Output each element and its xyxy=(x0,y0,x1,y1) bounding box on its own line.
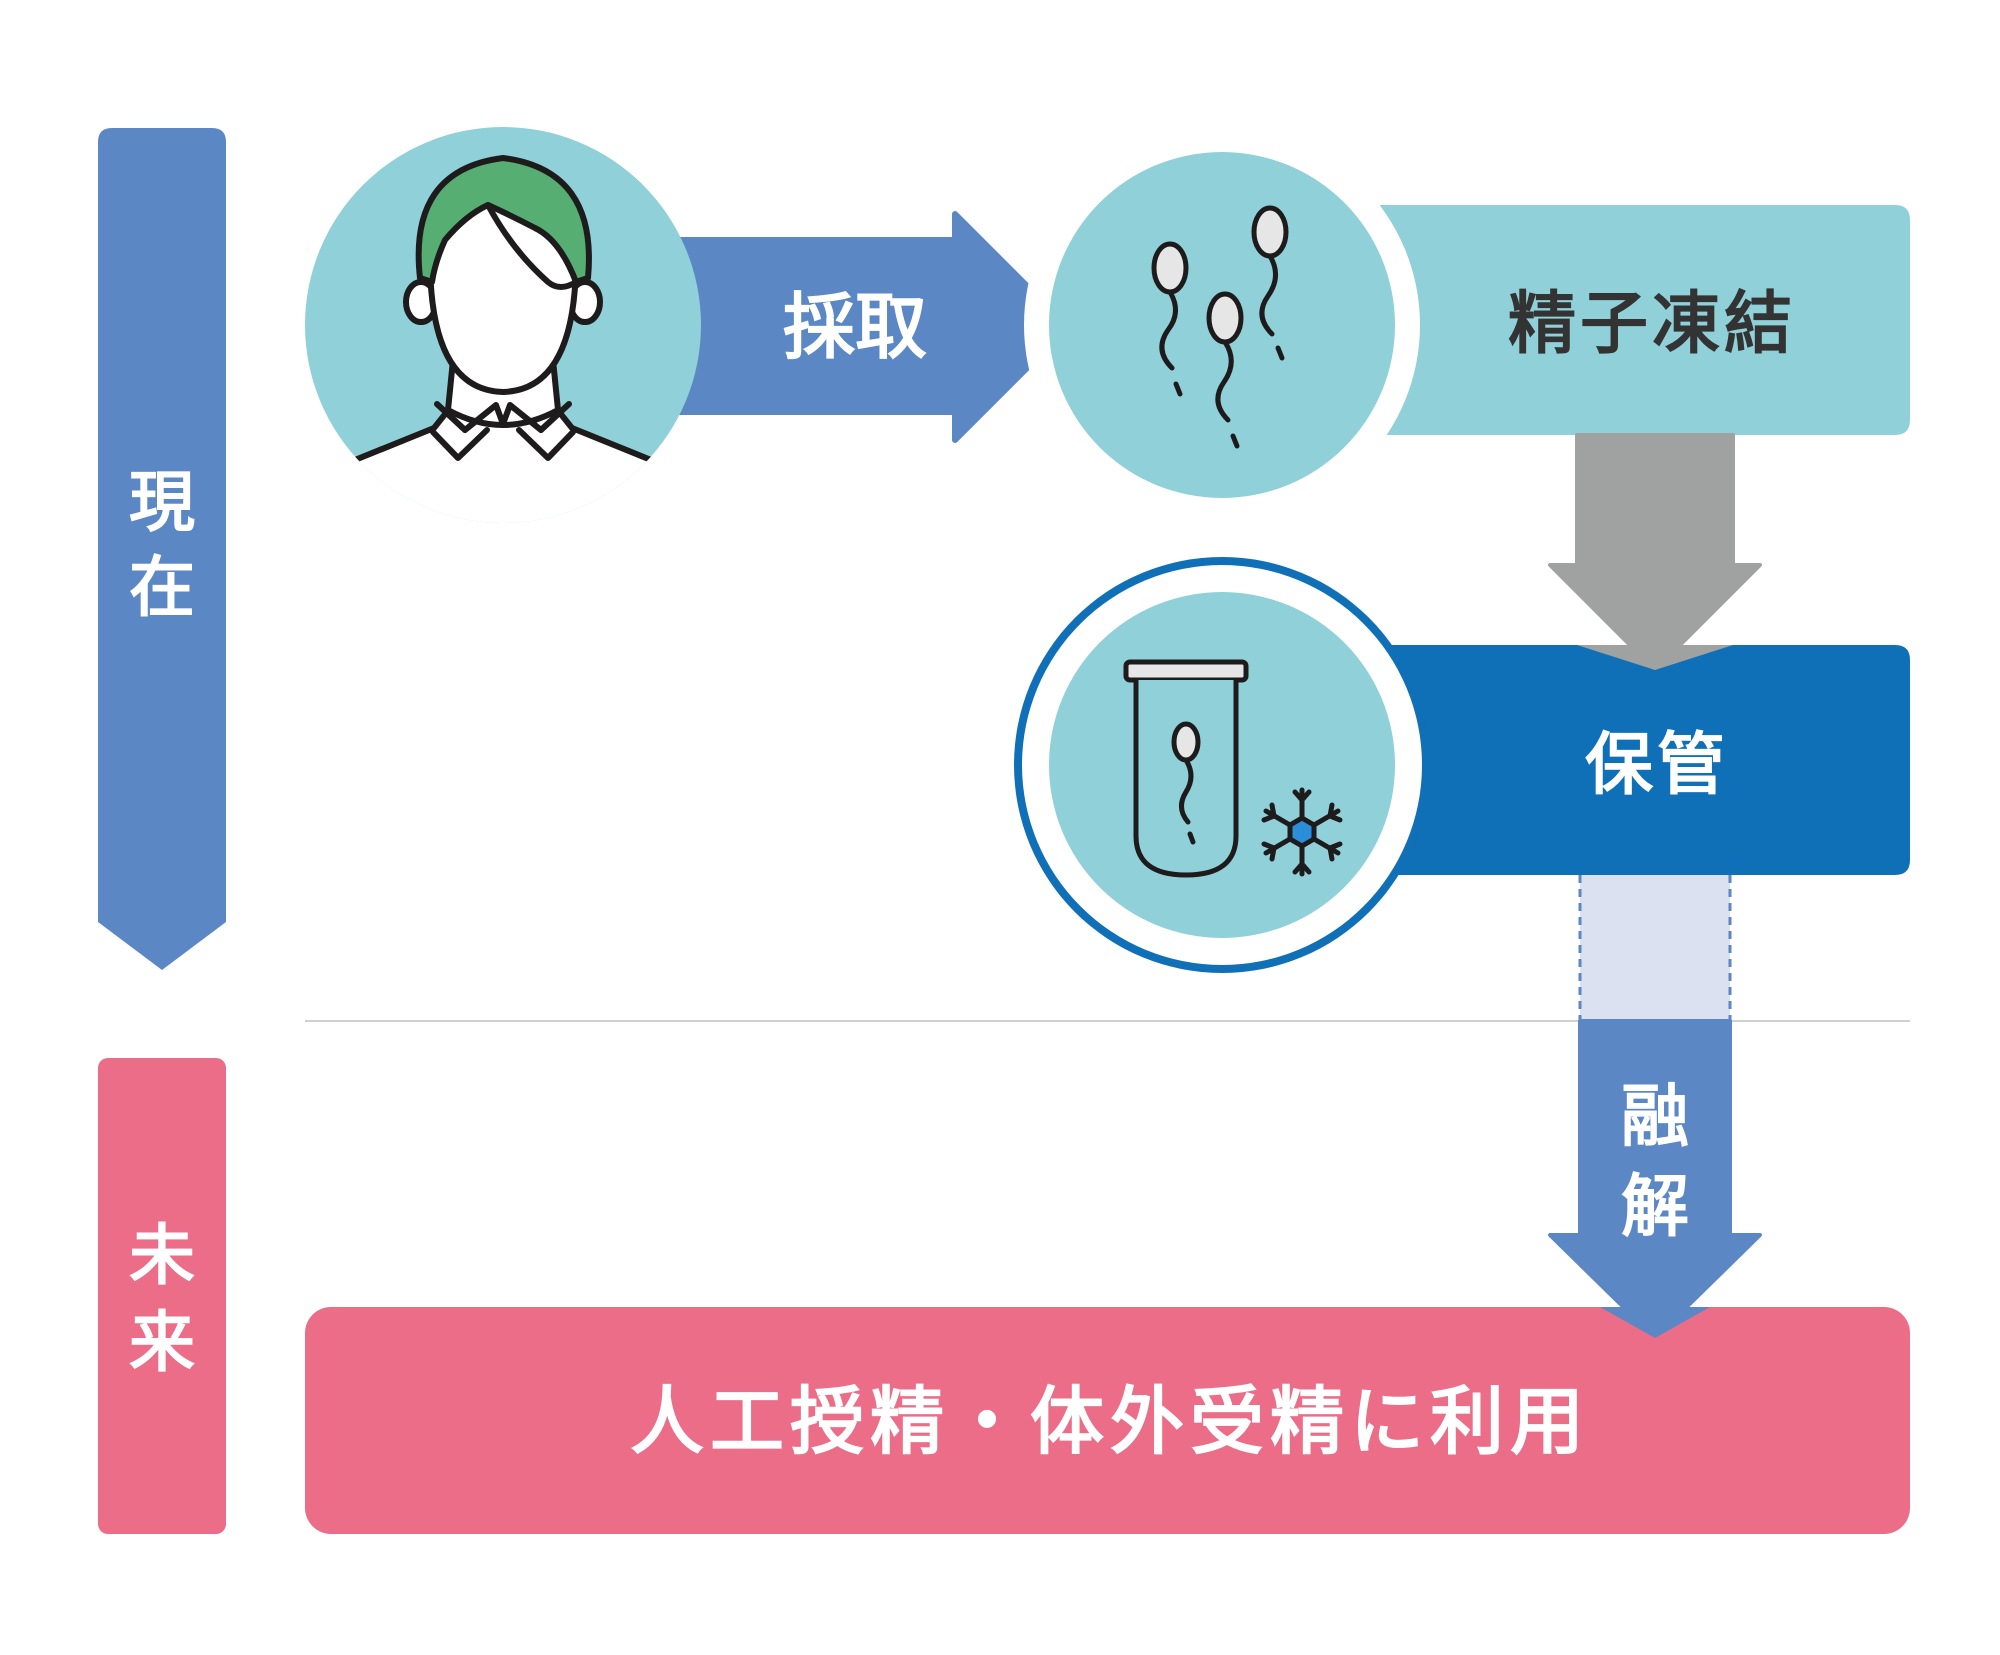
thaw-arrow-tip xyxy=(1600,1307,1710,1338)
test-tube-snowflake-icon xyxy=(1123,659,1343,878)
present-label-char-2: 在 xyxy=(129,549,195,626)
freeze-label: 精子凍結 xyxy=(1508,285,1796,364)
future-timeline-bar: 未 来 xyxy=(98,1058,226,1534)
collect-arrow: 採取 xyxy=(637,211,1071,443)
freeze-to-store-arrow xyxy=(1548,433,1762,672)
future-label-char-2: 来 xyxy=(129,1304,195,1381)
thaw-label-char-1: 融 xyxy=(1621,1078,1689,1157)
use-step: 人工授精・体外受精に利用 xyxy=(305,1307,1910,1534)
present-timeline-bar: 現 在 xyxy=(98,128,226,970)
present-label-char-1: 現 xyxy=(129,464,195,541)
thaw-arrow: 融 解 xyxy=(1548,875,1762,1340)
future-label-char-1: 未 xyxy=(129,1217,195,1294)
sperm-cells-icon xyxy=(1151,205,1289,449)
freeze-to-store-arrow-tip xyxy=(1577,645,1733,670)
use-label: 人工授精・体外受精に利用 xyxy=(630,1379,1590,1465)
person-avatar-icon xyxy=(305,127,701,523)
store-label: 保管 xyxy=(1585,726,1729,805)
collect-label: 採取 xyxy=(783,285,927,369)
freeze-step: 精子凍結 xyxy=(1024,127,1910,523)
thaw-label-char-2: 解 xyxy=(1621,1168,1689,1247)
